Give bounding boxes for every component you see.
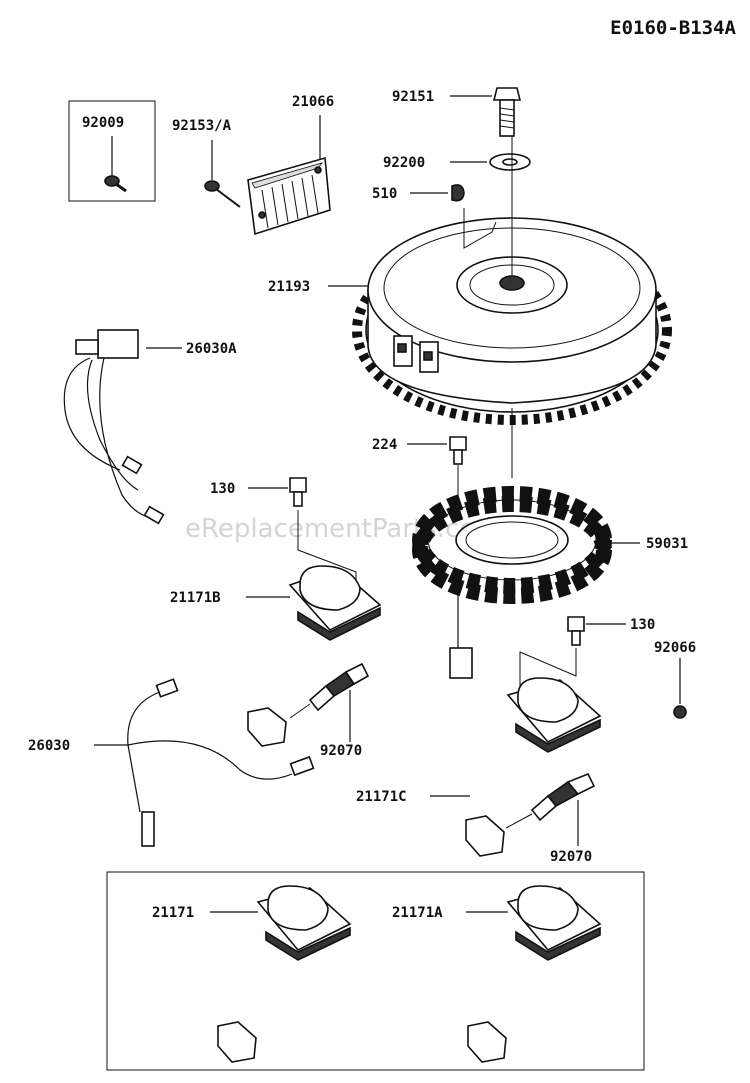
label-510: 510: [372, 186, 397, 202]
part-92070-right: 92070: [505, 772, 596, 865]
label-26030: 26030: [28, 738, 70, 754]
part-92153a: 92153/A: [172, 118, 241, 208]
part-21066: 21066: [247, 94, 334, 236]
label-92070-left: 92070: [320, 743, 362, 759]
regulator-icon: [247, 156, 331, 236]
diagram-code: E0160-B134A: [610, 17, 736, 39]
key-icon: [451, 184, 465, 202]
part-92009: 92009: [68, 100, 156, 202]
bolt-icon: [289, 477, 307, 507]
part-21171b: 21171B: [170, 565, 382, 747]
wire-harness-icon: [127, 678, 315, 847]
label-92153a: 92153/A: [172, 118, 232, 134]
label-21193: 21193: [268, 279, 310, 295]
part-21171c: 21171C: [356, 677, 602, 857]
part-26030a: 26030A: [63, 329, 237, 525]
ignition-coil-icon: [247, 565, 382, 747]
bolt-icon: [449, 436, 467, 465]
label-130-right: 130: [630, 617, 655, 633]
bolt-icon: [492, 87, 522, 137]
label-26030a: 26030A: [186, 341, 237, 357]
part-130-right: 130: [519, 616, 655, 690]
connector-icon: [449, 647, 473, 679]
screw-icon: [204, 180, 241, 208]
nut-icon: [673, 705, 687, 719]
part-92009-box: [68, 100, 156, 202]
washer-icon: [489, 153, 531, 171]
label-92070-right: 92070: [550, 849, 592, 865]
part-92151: 92151: [392, 87, 522, 137]
label-92066: 92066: [654, 640, 696, 656]
screw-icon: [104, 175, 127, 193]
part-224: 224: [372, 436, 467, 520]
part-130-upper: 130: [210, 477, 357, 590]
label-92009: 92009: [82, 115, 124, 131]
stator-icon: [412, 486, 612, 604]
part-26030: 26030: [28, 678, 315, 847]
label-21171: 21171: [152, 905, 194, 921]
ignition-coil-icon: [467, 885, 602, 1063]
label-92200: 92200: [383, 155, 425, 171]
part-59031: 59031: [412, 408, 688, 679]
part-21193: 21193: [268, 136, 672, 425]
bolt-icon: [567, 616, 585, 646]
label-92151: 92151: [392, 89, 434, 105]
label-130-upper: 130: [210, 481, 235, 497]
ignition-coil-icon: [217, 885, 352, 1063]
label-59031: 59031: [646, 536, 688, 552]
part-21171a: 21171A: [392, 885, 602, 1063]
part-92066: 92066: [654, 640, 696, 719]
wire-harness-icon: [63, 329, 165, 525]
label-224: 224: [372, 437, 397, 453]
watermark: eReplacementParts.com: [185, 514, 501, 544]
label-21171b: 21171B: [170, 590, 221, 606]
alternative-coils-box: [106, 871, 645, 1071]
flywheel-icon: [352, 217, 672, 425]
ignition-coil-icon: [465, 677, 602, 857]
spark-plug-icon: [530, 772, 596, 822]
part-21171: 21171: [152, 885, 352, 1063]
label-21171c: 21171C: [356, 789, 407, 805]
part-510: 510: [372, 184, 465, 202]
spark-plug-icon: [308, 662, 370, 712]
part-92070-left: 92070: [289, 662, 370, 759]
part-92200: 92200: [383, 153, 531, 171]
label-21171a: 21171A: [392, 905, 443, 921]
label-21066: 21066: [292, 94, 334, 110]
